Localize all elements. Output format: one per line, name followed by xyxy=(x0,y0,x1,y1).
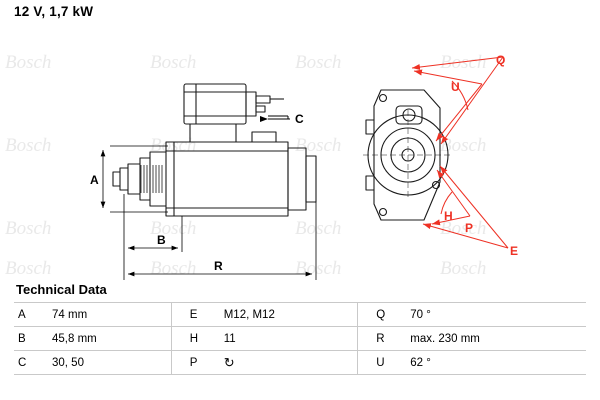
table-row: A 74 mm E M12, M12 Q 70 ° xyxy=(14,302,586,327)
cell-value: 30, 50 xyxy=(48,350,172,375)
cell-value: ↻ xyxy=(219,350,358,375)
dimension-R xyxy=(123,202,317,280)
cell-value: 45,8 mm xyxy=(48,326,172,351)
cell-key: U xyxy=(372,350,407,375)
cell-key: Q xyxy=(372,302,407,327)
dimension-C: C xyxy=(260,112,304,126)
cell-value: 62 ° xyxy=(406,350,586,375)
svg-text:Bosch: Bosch xyxy=(150,218,196,239)
svg-text:Bosch: Bosch xyxy=(5,135,51,156)
technical-drawing: Bosch Bosch Bosch Bosch Bosch Bosch Bosc… xyxy=(0,24,600,280)
dimension-B xyxy=(123,194,183,252)
label-P: P xyxy=(465,221,473,235)
table-row: C 30, 50 P ↻ U 62 ° xyxy=(14,350,586,375)
svg-text:Bosch: Bosch xyxy=(440,52,486,73)
svg-text:Bosch: Bosch xyxy=(5,258,51,279)
dimension-A xyxy=(100,145,168,213)
starter-side-view xyxy=(112,83,317,217)
page-title: 12 V, 1,7 kW xyxy=(14,4,94,19)
column-separator xyxy=(357,350,373,375)
cell-key: R xyxy=(372,326,407,351)
cell-key: A xyxy=(14,302,48,327)
label-Q: Q xyxy=(496,53,505,67)
rotation-direction-icon: ↻ xyxy=(223,354,235,370)
table-row: B 45,8 mm H 11 R max. 230 mm xyxy=(14,326,586,351)
svg-text:Bosch: Bosch xyxy=(440,258,486,279)
column-separator xyxy=(357,302,373,327)
svg-text:Bosch: Bosch xyxy=(150,52,196,73)
column-separator xyxy=(170,326,186,351)
cell-key: B xyxy=(14,326,48,351)
column-separator xyxy=(170,302,186,327)
svg-text:Bosch: Bosch xyxy=(440,218,486,239)
svg-text:Bosch: Bosch xyxy=(295,218,341,239)
label-R: R xyxy=(214,259,223,273)
svg-text:Bosch: Bosch xyxy=(5,52,51,73)
cell-key: C xyxy=(14,350,48,375)
technical-data-heading: Technical Data xyxy=(16,282,107,297)
technical-data-table: A 74 mm E M12, M12 Q 70 ° B 45,8 mm H 11 xyxy=(14,302,586,375)
cell-value: 74 mm xyxy=(48,302,172,327)
label-A: A xyxy=(90,173,99,187)
label-B: B xyxy=(157,233,166,247)
technical-data-section: Technical Data A 74 mm E M12, M12 Q 70 °… xyxy=(14,282,586,375)
angle-dimensions xyxy=(411,56,509,249)
svg-text:Bosch: Bosch xyxy=(295,135,341,156)
cell-key: P xyxy=(185,350,220,375)
label-E: E xyxy=(510,244,518,258)
svg-text:Bosch: Bosch xyxy=(150,258,196,279)
column-separator xyxy=(170,350,186,375)
svg-text:Bosch: Bosch xyxy=(440,135,486,156)
svg-text:Bosch: Bosch xyxy=(295,258,341,279)
cell-key: E xyxy=(185,302,220,327)
svg-text:Bosch: Bosch xyxy=(295,52,341,73)
cell-value: 11 xyxy=(219,326,358,351)
cell-value: 70 ° xyxy=(406,302,586,327)
cell-value: max. 230 mm xyxy=(406,326,586,351)
cell-key: H xyxy=(185,326,220,351)
label-C: C xyxy=(295,112,304,126)
label-U: U xyxy=(451,80,460,94)
svg-text:Bosch: Bosch xyxy=(5,218,51,239)
column-separator xyxy=(357,326,373,351)
cell-value: M12, M12 xyxy=(219,302,358,327)
starter-end-view xyxy=(363,89,453,221)
label-H: H xyxy=(444,209,453,223)
